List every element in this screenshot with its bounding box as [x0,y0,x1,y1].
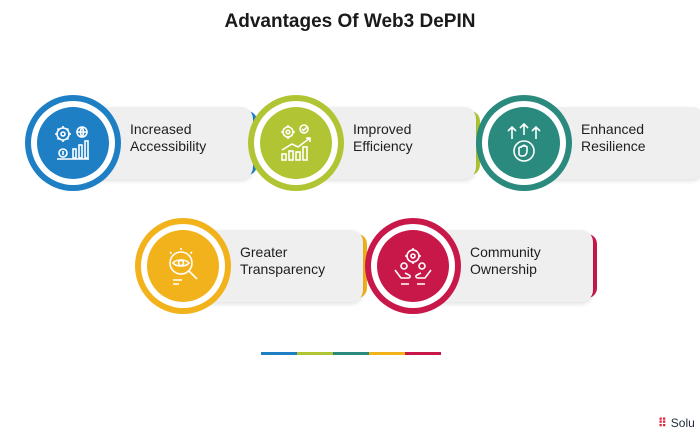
card-label-line1: Community [470,244,541,260]
card-label-line2: Transparency [240,261,326,277]
card-label: Community Ownership [470,244,595,278]
card-label: Improved Efficiency [353,121,478,155]
advantage-card-transparency: Greater Transparency [135,218,370,314]
hands-gears-icon [394,248,432,285]
brand-logo-text: Solu [670,416,695,430]
divider-segment-green [297,352,333,355]
icon-disc [488,107,560,179]
page-title: Advantages Of Web3 DePIN [224,11,476,32]
growth-bars-icon [281,124,311,161]
card-label-line2: Accessibility [130,138,207,154]
card-label-line1: Enhanced [581,121,645,137]
brand-logo: ⠿Solu [658,416,695,430]
icon-disc [260,107,332,179]
raised-fist-arrows-icon [507,122,541,162]
icon-disc [377,230,449,302]
card-label-line2: Resilience [581,138,646,154]
card-label: Increased Accessibility [130,121,255,155]
magnifier-eye-icon [169,248,198,285]
brand-logo-icon: ⠿ [658,416,667,430]
card-label-line2: Efficiency [353,138,413,154]
advantage-card-ownership: Community Ownership [365,218,600,314]
icon-disc [37,107,109,179]
card-label-line1: Improved [353,121,412,137]
card-label-line2: Ownership [470,261,537,277]
divider-segment-yellow [369,352,405,355]
card-label: Enhanced Resilience [581,121,700,155]
card-label: Greater Transparency [240,244,365,278]
divider-segment-red [405,352,441,355]
divider-segment-teal [333,352,369,355]
advantage-card-accessibility: Increased Accessibility [25,95,260,191]
advantage-card-resilience: Enhanced Resilience [476,95,700,191]
card-label-line1: Increased [130,121,192,137]
card-label-line1: Greater [240,244,288,260]
advantage-card-efficiency: Improved Efficiency [248,95,483,191]
gear-chart-icon [55,126,89,160]
divider-segment-blue [261,352,297,355]
